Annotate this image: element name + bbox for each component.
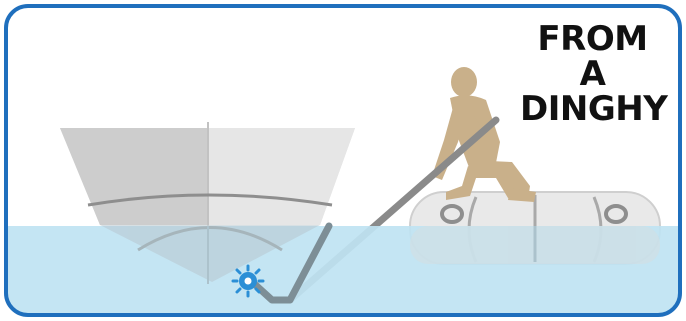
hull-cleaner-head-icon bbox=[233, 266, 263, 296]
caption-line-dinghy: DINGHY bbox=[520, 92, 665, 127]
caption-line-a: A bbox=[520, 57, 665, 92]
caption-line-from: FROM bbox=[520, 22, 665, 57]
caption: FROM A DINGHY bbox=[520, 22, 665, 127]
dinghy-underwater-part bbox=[410, 226, 660, 264]
boat-hull-illustration bbox=[60, 122, 355, 225]
